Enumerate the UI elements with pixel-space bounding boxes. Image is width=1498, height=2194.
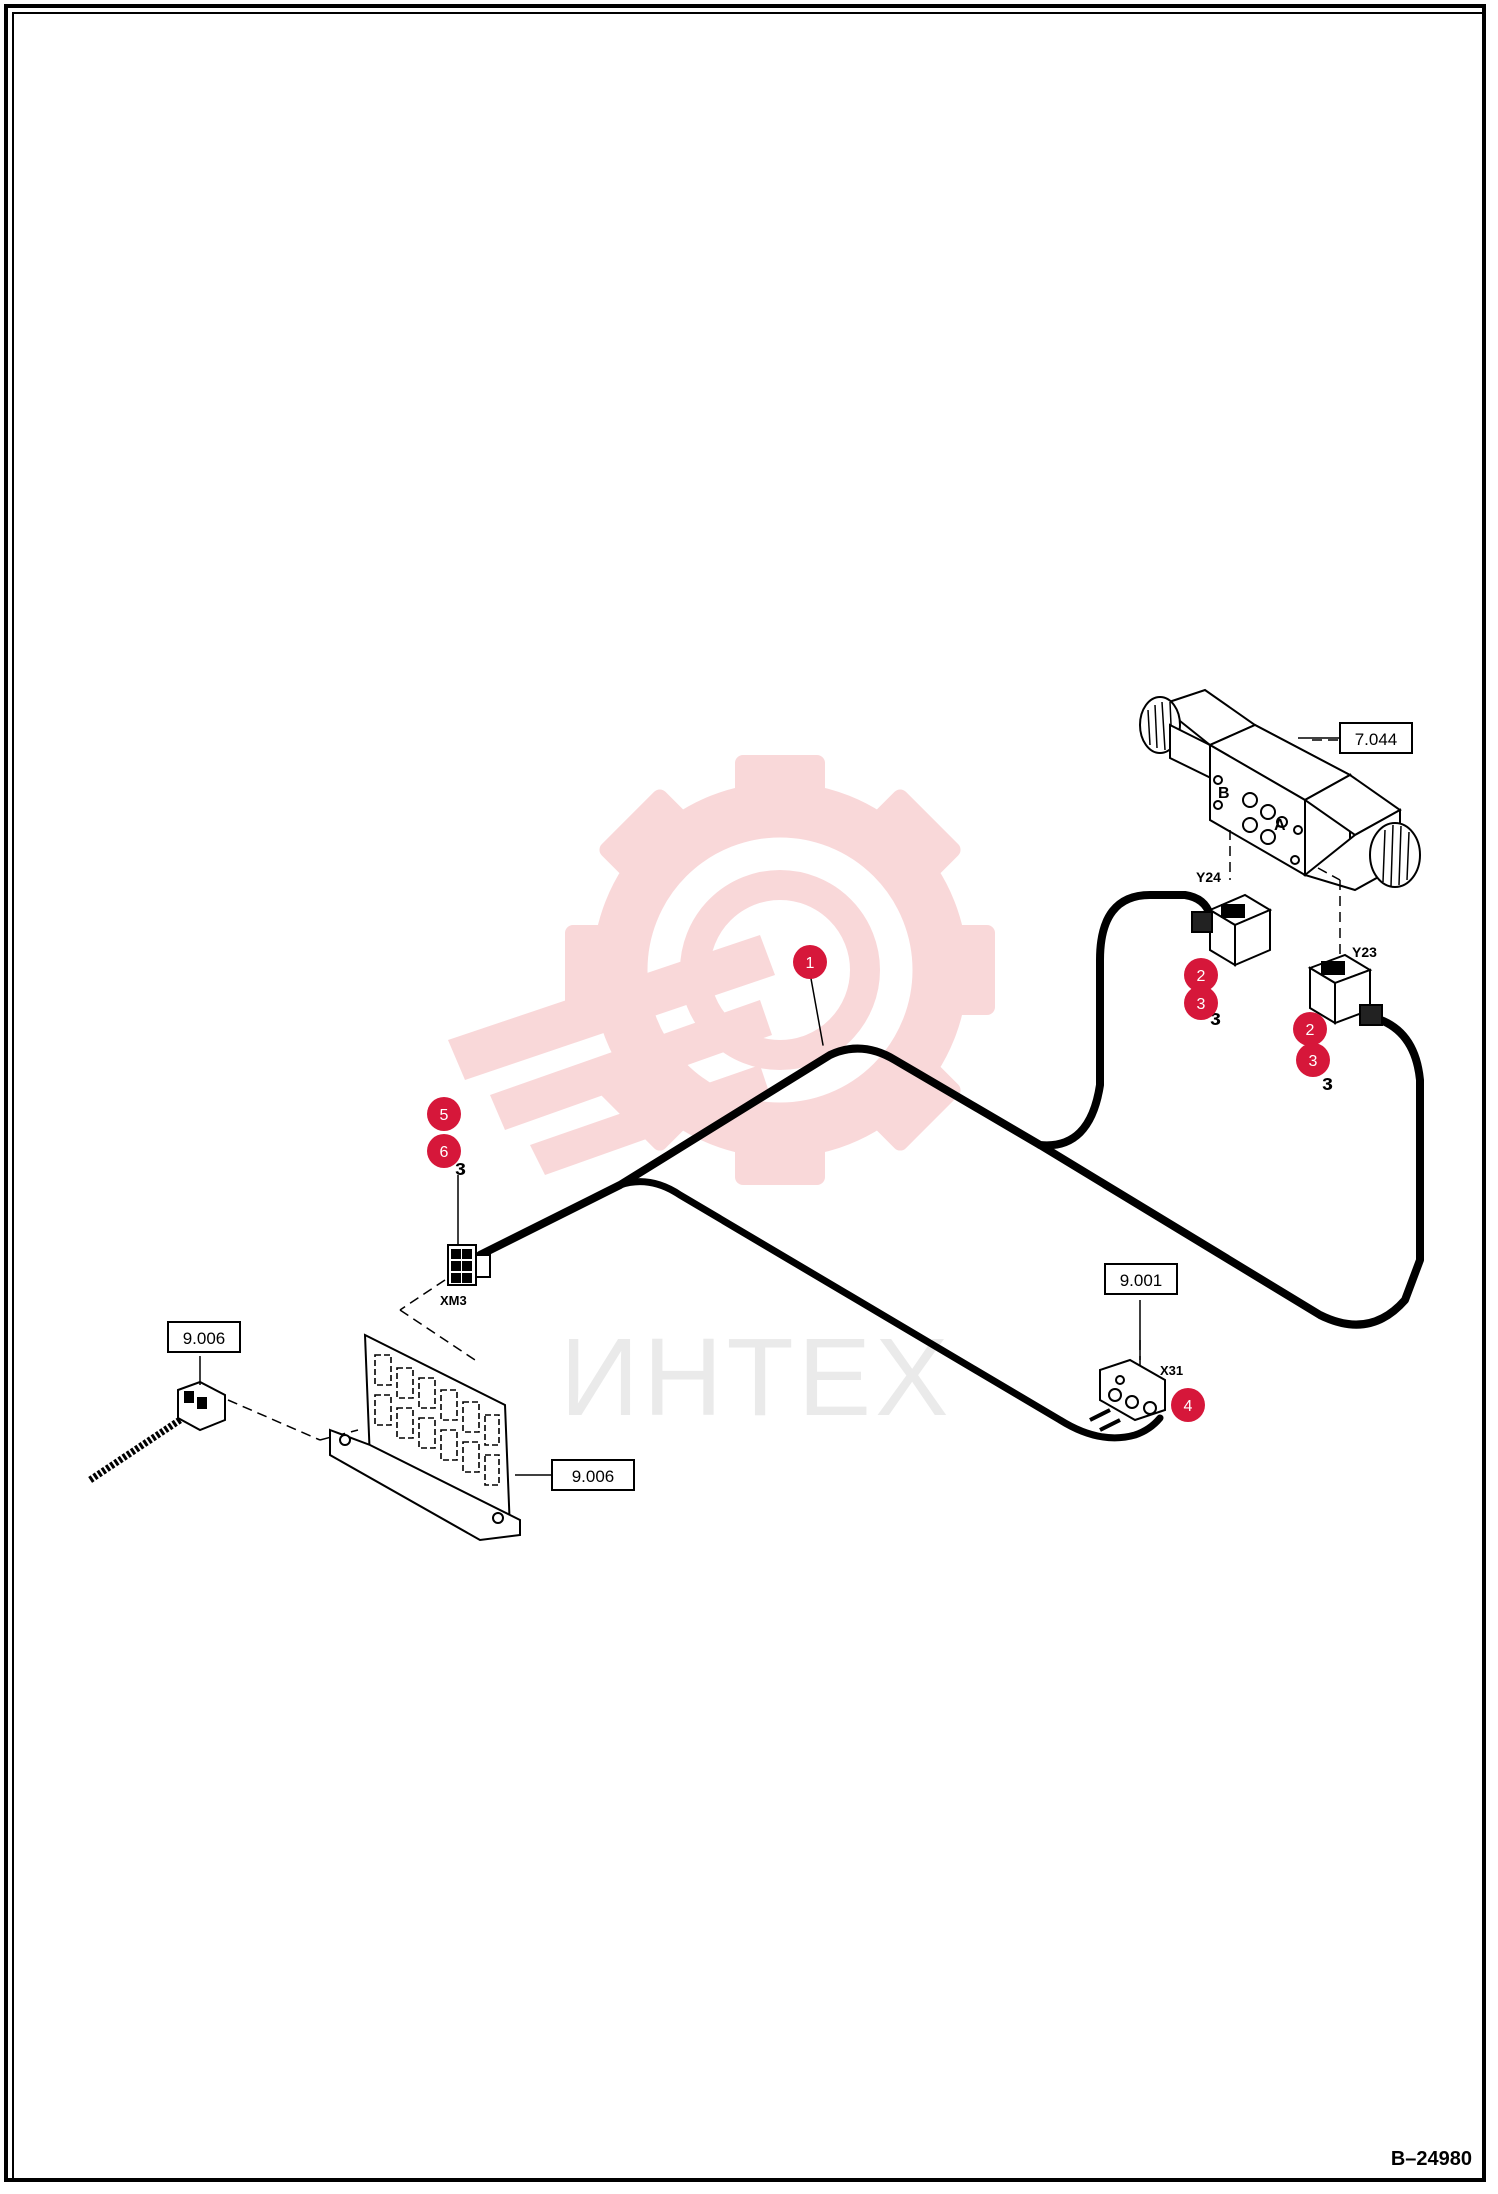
callout-2-y24: 2 (1184, 958, 1218, 992)
screw-glyphs: ɜ ɜ ɜ (455, 1005, 1333, 1180)
fuse-box (329, 1333, 521, 1542)
watermark-text: ИНТЕХ (560, 1316, 952, 1439)
ref-box-7044: 7.044 (1298, 722, 1413, 754)
harness-cables (476, 891, 1424, 1442)
svg-text:3: 3 (1309, 1053, 1318, 1070)
svg-text:6: 6 (440, 1144, 449, 1161)
y23-label: Y23 (1352, 944, 1377, 960)
x31-label: X31 (1160, 1363, 1183, 1378)
svg-text:ɜ: ɜ (1322, 1070, 1333, 1095)
x31-connector (1089, 1300, 1166, 1432)
svg-text:2: 2 (1306, 1022, 1315, 1039)
ref-box-9006-fusebox: 9.006 (515, 1459, 635, 1491)
xm3-label: XM3 (440, 1293, 467, 1308)
port-a-label: A (1274, 817, 1286, 834)
callout-3-y23: 3 (1296, 1043, 1330, 1077)
port-b-label: B (1218, 785, 1230, 802)
ref-7044-text: 7.044 (1355, 730, 1398, 749)
drawing-number: B–24980 (1391, 2148, 1472, 2170)
ref-9006-fusebox-text: 9.006 (572, 1467, 615, 1486)
callout-2-y23: 2 (1293, 1012, 1327, 1046)
xm3-connector (447, 1175, 491, 1286)
callout-5: 5 (427, 1097, 461, 1131)
svg-text:2: 2 (1197, 968, 1206, 985)
y23-solenoid-connector (1307, 953, 1383, 1026)
watermark-logo: ИНТЕХ (448, 755, 995, 1439)
left-connector (88, 1356, 226, 1483)
svg-text:ɜ: ɜ (1210, 1005, 1221, 1030)
ref-box-9001: 9.001 (1104, 1263, 1178, 1295)
y24-label: Y24 (1196, 869, 1221, 885)
ref-9001-text: 9.001 (1120, 1271, 1163, 1290)
ref-9006-left-text: 9.006 (183, 1329, 226, 1348)
ref-box-9006-left: 9.006 (167, 1321, 241, 1353)
inner-frame (12, 12, 1486, 2182)
svg-text:ɜ: ɜ (455, 1155, 466, 1180)
directional-valve (1139, 688, 1421, 892)
callout-3-y24: 3 (1184, 986, 1218, 1020)
svg-text:4: 4 (1184, 1398, 1193, 1415)
callout-1: 1 (793, 945, 827, 979)
svg-text:3: 3 (1197, 996, 1206, 1013)
y24-solenoid-connector (1191, 893, 1273, 967)
callout-6: 6 (427, 1134, 461, 1168)
callout-4: 4 (1171, 1388, 1205, 1422)
svg-text:5: 5 (440, 1107, 449, 1124)
svg-text:1: 1 (806, 955, 815, 972)
